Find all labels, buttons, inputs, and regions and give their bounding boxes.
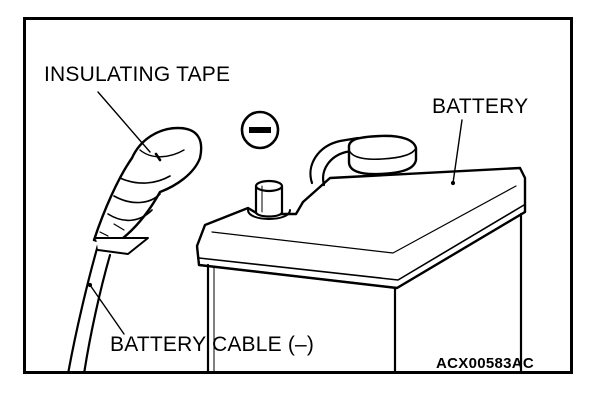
battery-illustration [195,166,527,371]
insulating-tape-label: INSULATING TAPE [44,63,231,86]
battery-cable-label: BATTERY CABLE (–) [110,333,315,356]
taped-battery-cable [67,126,203,371]
negative-sign-icon [240,110,280,150]
battery-label: BATTERY [432,95,529,118]
positive-terminal-cover [309,134,418,187]
figure-code: ACX00583AC [436,355,535,372]
leader-lines [89,91,463,335]
negative-terminal-post [247,179,291,220]
